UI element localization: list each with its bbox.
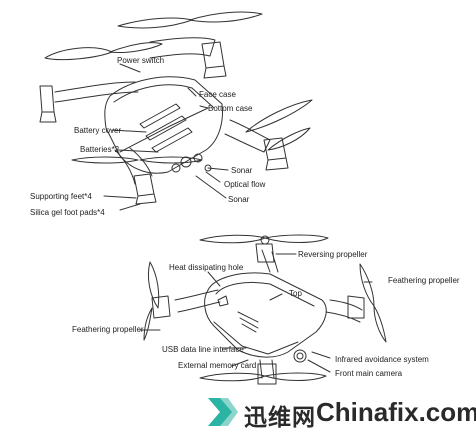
label-external-memory-card: External memory card: [178, 361, 257, 370]
watermark-banner: 迅维网 Chinafix.com: [198, 388, 476, 435]
watermark-english-text: Chinafix.com: [316, 397, 476, 427]
label-silica-gel-pads: Silica gel foot pads*4: [30, 208, 105, 217]
watermark-chinese-text: 迅维网: [244, 405, 316, 431]
label-bottom-case: Bottom case: [208, 104, 253, 113]
label-face-case: Face case: [199, 90, 236, 99]
label-top: Top: [289, 289, 302, 298]
drone-bottom-view: [39, 11, 313, 211]
label-optical-flow: Optical flow: [224, 180, 266, 189]
label-front-main-camera: Front main camera: [335, 369, 403, 378]
label-supporting-feet: Supporting feet*4: [30, 192, 92, 201]
label-sonar-upper: Sonar: [231, 166, 253, 175]
label-feathering-propeller-right: Feathering propeller: [388, 276, 460, 285]
propeller-mid-right: [245, 99, 313, 151]
label-feathering-propeller-left: Feathering propeller: [72, 325, 144, 334]
propeller-top-reversing: [199, 234, 329, 245]
label-batteries: Batteries*2: [80, 145, 120, 154]
label-power-switch: Power switch: [117, 56, 165, 65]
label-heat-dissipating-hole: Heat dissipating hole: [169, 263, 244, 272]
label-usb-interface: USB data line interface: [162, 345, 244, 354]
label-battery-cover: Battery cover: [74, 126, 122, 135]
propeller-bottom: [199, 372, 327, 382]
label-reversing-propeller: Reversing propeller: [298, 250, 368, 259]
label-sonar-lower: Sonar: [228, 195, 250, 204]
drone-top-view: [139, 234, 387, 385]
propeller-top-right: [117, 11, 263, 29]
propeller-left-feathering: [143, 261, 160, 341]
label-infrared-avoidance: Infrared avoidance system: [335, 355, 429, 364]
propeller-top-left: [44, 42, 163, 61]
chevron-logo-icon: [208, 398, 238, 426]
propeller-right-feathering: [359, 263, 387, 343]
